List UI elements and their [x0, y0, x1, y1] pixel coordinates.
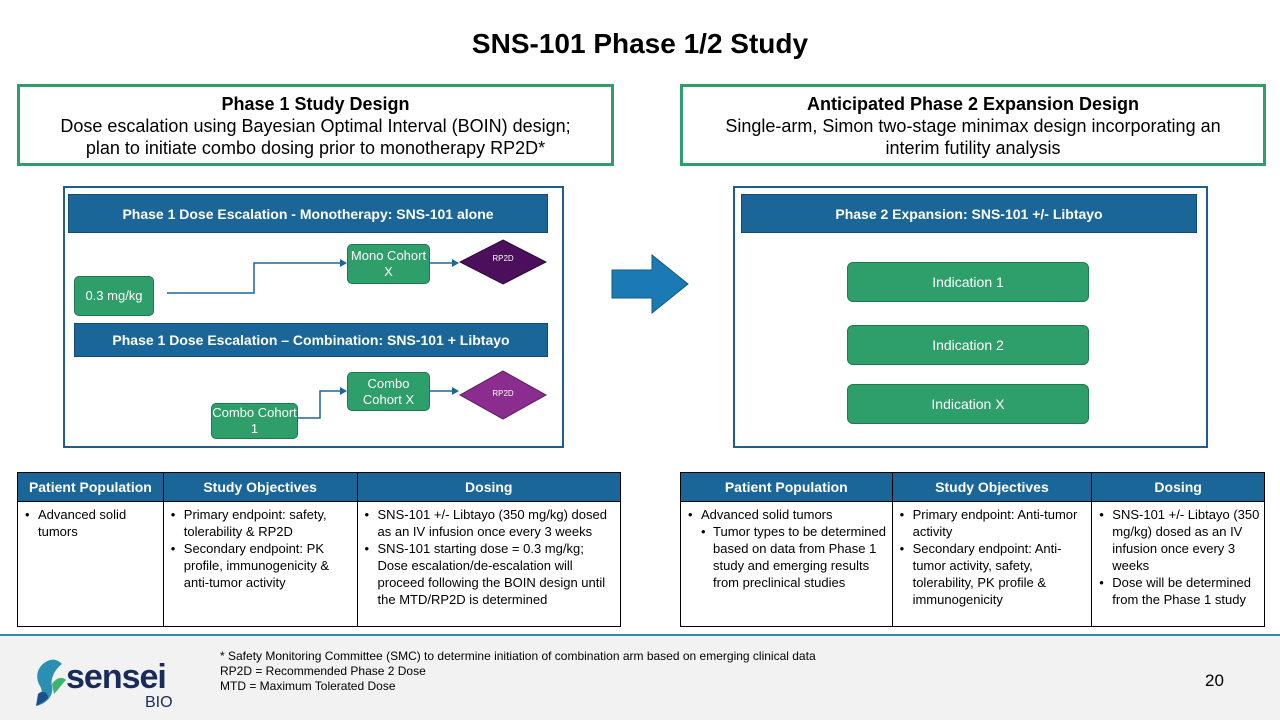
- objectives-cell: Primary endpoint: safety, tolerability &…: [162, 501, 358, 627]
- table-header-row: Patient Population Study Objectives Dosi…: [17, 472, 622, 502]
- combo-connector-arrow: [298, 390, 340, 419]
- list-item: SNS-101 +/- Libtayo (350 mg/kg) dosed as…: [1096, 506, 1260, 574]
- table-header-row: Patient Population Study Objectives Dosi…: [680, 472, 1265, 502]
- footnote-smc: * Safety Monitoring Committee (SMC) to d…: [220, 649, 816, 663]
- rp2d-combo-label: RP2D: [492, 389, 514, 398]
- phase2-details-table: Patient Population Study Objectives Dosi…: [680, 472, 1265, 627]
- phase1-design-box: Phase 1 Study Design Dose escalation usi…: [17, 84, 614, 166]
- start-dose-box: 0.3 mg/kg: [74, 276, 154, 316]
- page-number: 20: [1205, 671, 1224, 690]
- combo-to-rp2d-head: [452, 387, 459, 395]
- rp2d-combo-diamond: RP2D: [459, 370, 547, 420]
- list-item: Tumor types to be determined based on da…: [685, 523, 888, 591]
- phase2-flow-panel: [733, 186, 1208, 448]
- table-header-population: Patient Population: [17, 472, 164, 502]
- footer-bar: [0, 636, 1280, 720]
- list-item: Advanced solid tumors: [22, 506, 159, 540]
- footnotes: * Safety Monitoring Committee (SMC) to d…: [220, 649, 816, 694]
- rp2d-mono-label: RP2D: [492, 254, 514, 263]
- list-item: Advanced solid tumors: [685, 506, 888, 523]
- phase1-design-heading: Phase 1 Study Design: [221, 94, 410, 114]
- mono-escalation-bar: Phase 1 Dose Escalation - Monotherapy: S…: [68, 194, 548, 233]
- list-item: SNS-101 starting dose = 0.3 mg/kg; Dose …: [362, 540, 616, 608]
- list-item: Dose will be determined from the Phase 1…: [1096, 574, 1260, 608]
- table-header-objectives: Study Objectives: [162, 472, 358, 502]
- dosing-cell: SNS-101 +/- Libtayo (350 mg/kg) dosed as…: [356, 501, 622, 627]
- indication-1-box: Indication 1: [847, 262, 1089, 302]
- big-right-arrow: [611, 253, 689, 315]
- mono-cohort-box: Mono Cohort X: [347, 244, 430, 284]
- indication-2-box: Indication 2: [847, 325, 1089, 365]
- list-item: Secondary endpoint: Anti-tumor activity,…: [897, 540, 1088, 608]
- population-cell: Advanced solid tumors: [17, 501, 164, 627]
- list-item: Secondary endpoint: PK profile, immunoge…: [168, 540, 353, 591]
- phase2-expansion-bar: Phase 2 Expansion: SNS-101 +/- Libtayo: [741, 194, 1197, 233]
- combo-cohort-x-box: Combo Cohort X: [347, 372, 430, 411]
- footer-divider: [0, 634, 1280, 636]
- phase1-design-line1: Dose escalation using Bayesian Optimal I…: [60, 116, 571, 136]
- phase2-design-box: Anticipated Phase 2 Expansion Design Sin…: [680, 84, 1266, 166]
- objectives-cell: Primary endpoint: Anti-tumor activity Se…: [891, 501, 1093, 627]
- table-header-dosing: Dosing: [356, 472, 622, 502]
- sensei-bio-logo: sensei BIO: [32, 654, 192, 711]
- phase1-details-table: Patient Population Study Objectives Dosi…: [17, 472, 622, 627]
- slide-title: SNS-101 Phase 1/2 Study: [471, 28, 809, 59]
- footnote-rp2d: RP2D = Recommended Phase 2 Dose: [220, 664, 426, 678]
- table-row: Advanced solid tumors Tumor types to be …: [680, 501, 1265, 627]
- phase2-design-heading: Anticipated Phase 2 Expansion Design: [806, 94, 1140, 114]
- combo-cohort-1-box: Combo Cohort 1: [211, 403, 298, 439]
- logo-wordmark: sensei: [66, 658, 167, 696]
- combo-connector-head: [340, 387, 347, 395]
- list-item: Primary endpoint: safety, tolerability &…: [168, 506, 353, 540]
- indication-x-box: Indication X: [847, 384, 1089, 424]
- population-cell: Advanced solid tumors Tumor types to be …: [680, 501, 893, 627]
- combo-escalation-bar: Phase 1 Dose Escalation – Combination: S…: [74, 323, 548, 357]
- phase1-design-line2: plan to initiate combo dosing prior to m…: [85, 138, 546, 158]
- rp2d-mono-diamond: RP2D: [459, 239, 547, 285]
- table-header-population: Patient Population: [680, 472, 893, 502]
- phase2-design-line1: Single-arm, Simon two-stage minimax desi…: [725, 116, 1221, 136]
- sensei-bio-logo-mark-icon: [36, 659, 66, 706]
- mono-connector-arrow: [167, 262, 340, 294]
- footnote-mtd: MTD = Maximum Tolerated Dose: [220, 679, 396, 693]
- dosing-cell: SNS-101 +/- Libtayo (350 mg/kg) dosed as…: [1091, 501, 1265, 627]
- table-header-objectives: Study Objectives: [891, 472, 1093, 502]
- table-header-dosing: Dosing: [1091, 472, 1265, 502]
- phase1-flow-panel: [63, 186, 564, 448]
- logo-subword: BIO: [145, 694, 173, 711]
- table-row: Advanced solid tumors Primary endpoint: …: [17, 501, 622, 627]
- phase2-design-line2: interim futility analysis: [885, 138, 1061, 158]
- list-item: SNS-101 +/- Libtayo (350 mg/kg) dosed as…: [362, 506, 616, 540]
- mono-connector-head: [340, 259, 347, 267]
- mono-to-rp2d-head: [452, 259, 459, 267]
- list-item: Primary endpoint: Anti-tumor activity: [897, 506, 1088, 540]
